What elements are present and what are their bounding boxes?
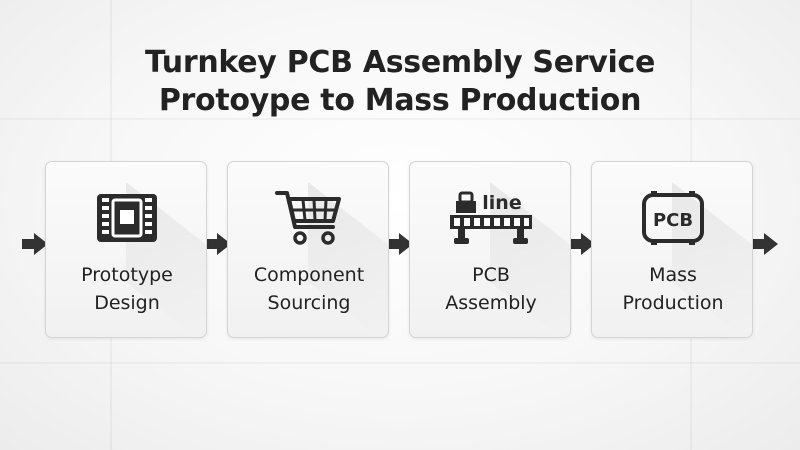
title-line-1: Turnkey PCB Assembly Service <box>144 45 656 80</box>
arrow-right-icon <box>205 233 231 255</box>
step-card-component-sourcing: Component Sourcing <box>227 161 389 338</box>
assembly-line-icon: line <box>410 182 570 254</box>
svg-text:PCB: PCB <box>653 210 693 231</box>
step-card-pcb-assembly: line PCB Assembly <box>409 161 571 338</box>
title-line-2: Protoype to Mass Production <box>158 83 642 118</box>
arrow-right-icon <box>387 233 413 255</box>
page-title: Turnkey PCB Assembly Service Protoype to… <box>0 44 800 120</box>
step-card-mass-production: PCB Mass Production <box>591 161 753 338</box>
chip-icon <box>46 182 206 254</box>
step-card-prototype-design: Prototype Design <box>45 161 207 338</box>
step-label: PCB Assembly <box>445 264 537 314</box>
step-label: Mass Production <box>622 264 724 314</box>
shopping-cart-icon <box>228 182 388 254</box>
pcb-box-icon: PCB <box>592 182 752 254</box>
step-label: Component Sourcing <box>253 264 365 314</box>
step-label: Prototype Design <box>81 264 173 314</box>
arrow-right-icon <box>752 233 778 255</box>
svg-text:line: line <box>482 192 521 214</box>
arrow-right-icon <box>569 233 595 255</box>
arrow-right-icon <box>22 233 48 255</box>
